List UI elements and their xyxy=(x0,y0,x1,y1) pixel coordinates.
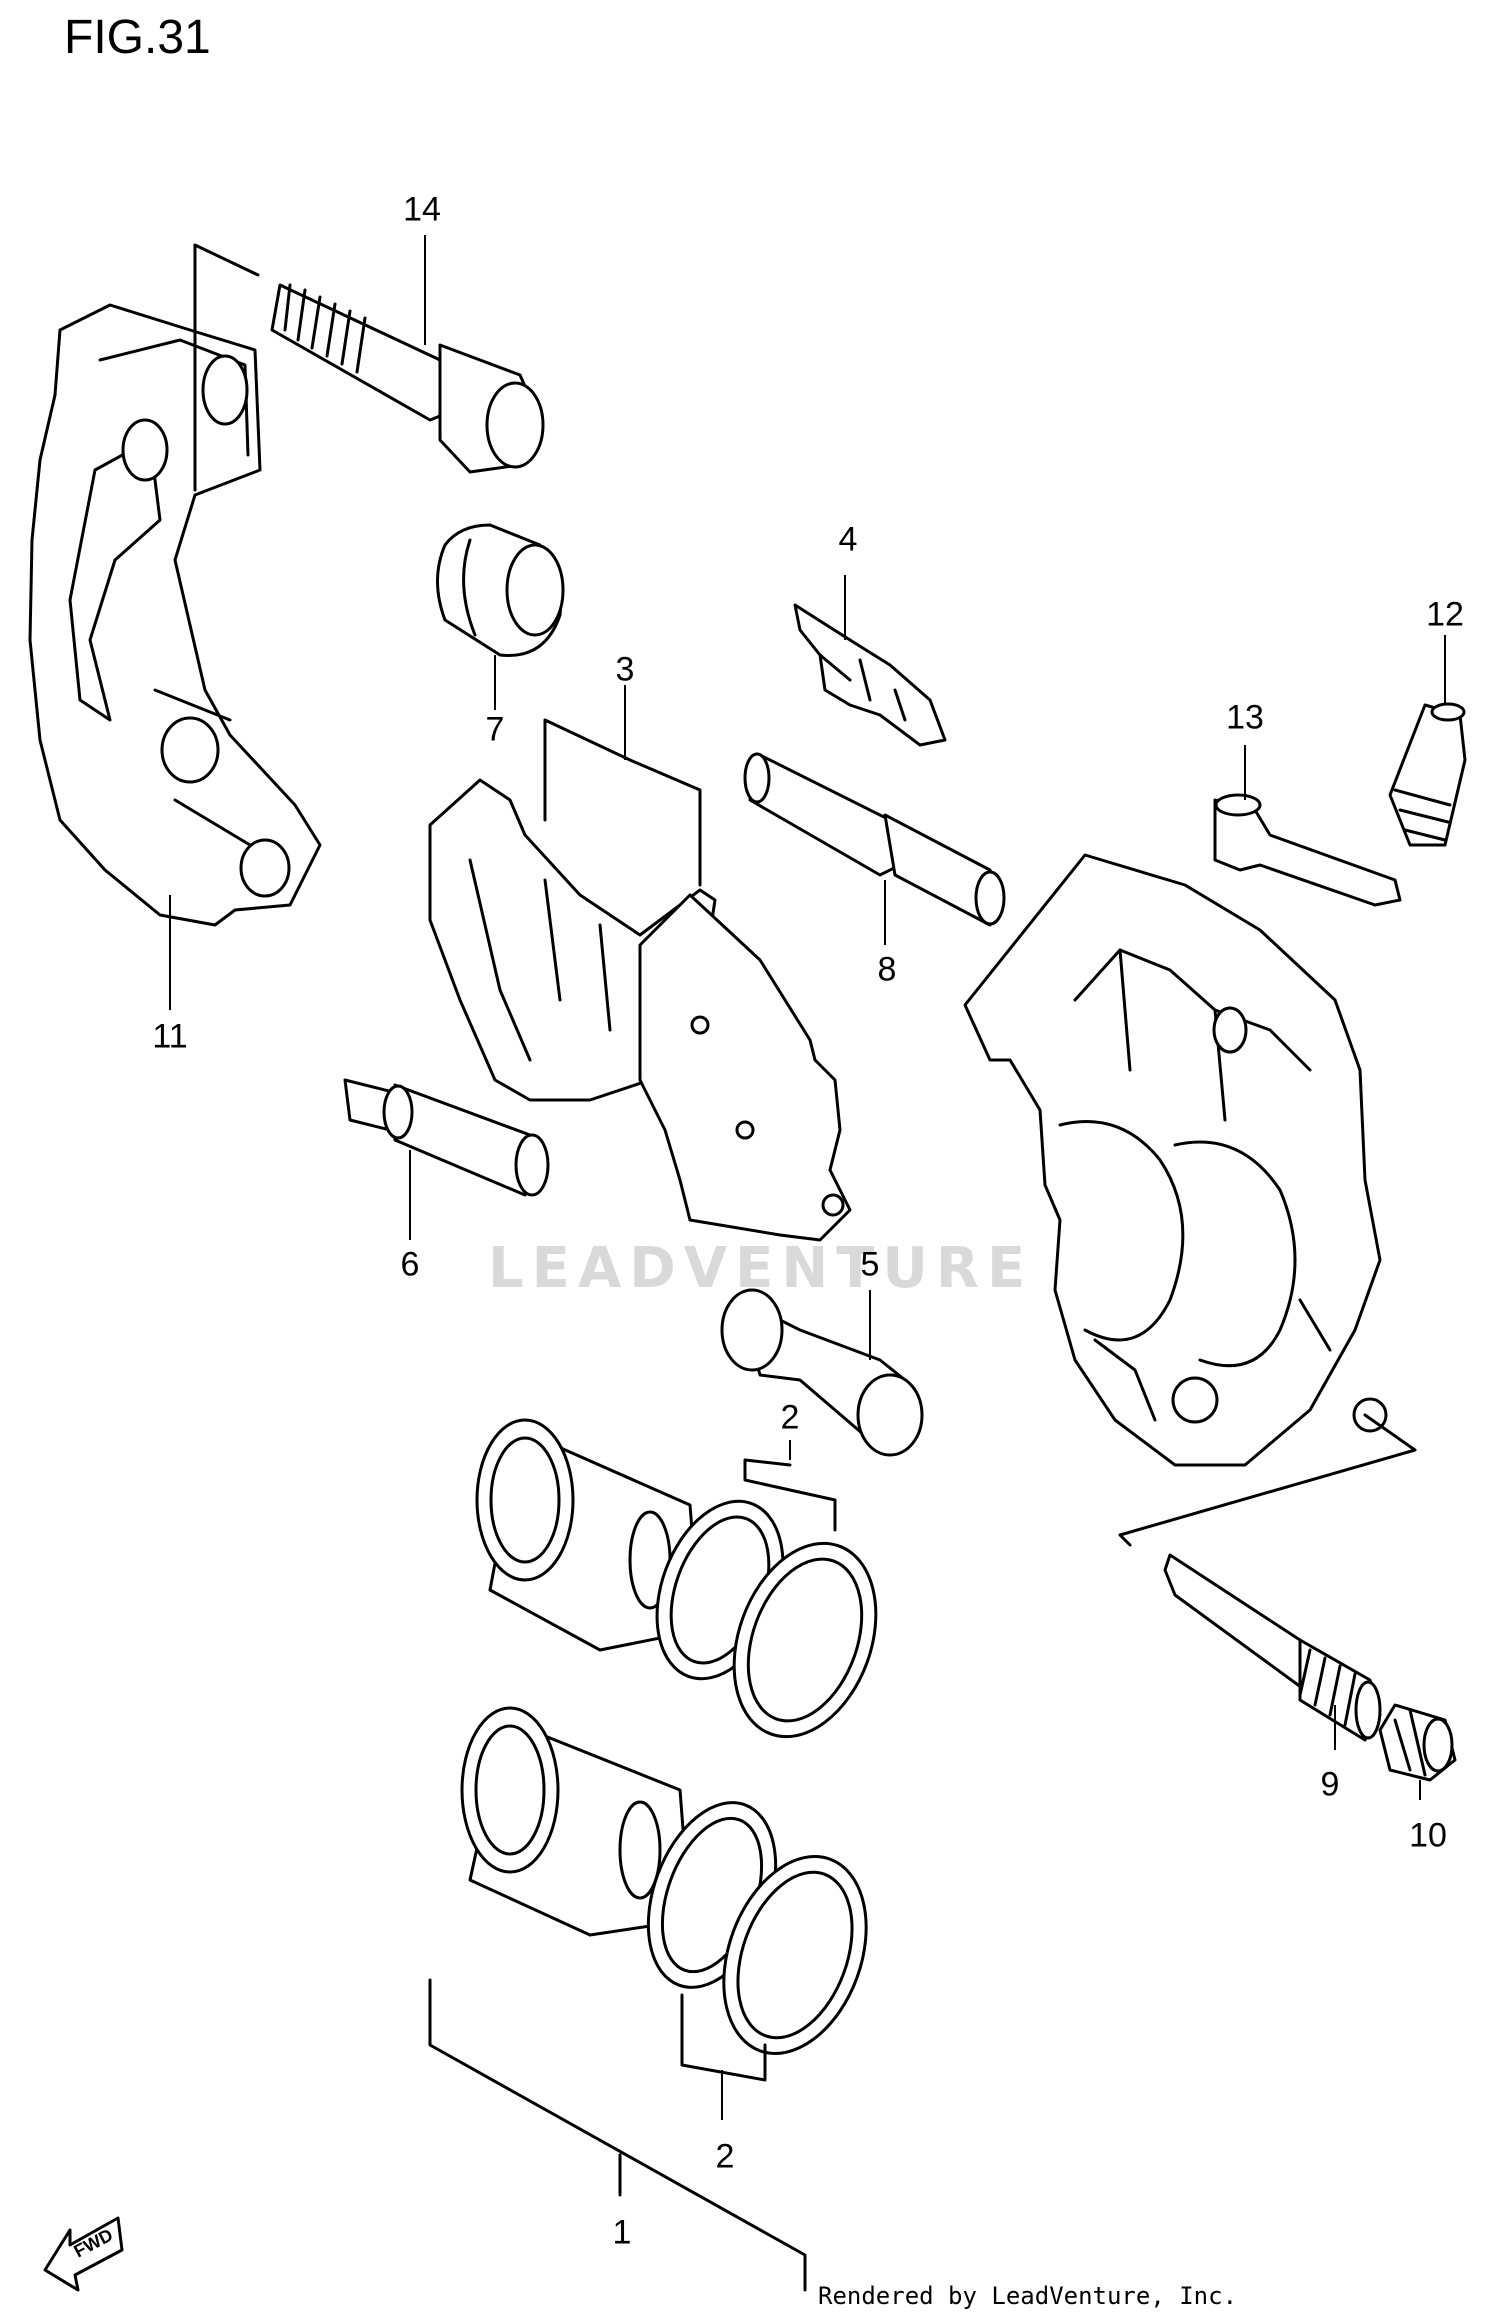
cap-part-13 xyxy=(1213,793,1402,907)
watermark: LEADVENTURE xyxy=(488,1236,1034,1301)
cap-part-10 xyxy=(1378,1703,1457,1782)
callout-5: 5 xyxy=(860,1245,880,1284)
callout-13: 13 xyxy=(1226,698,1264,737)
callout-11: 11 xyxy=(152,1017,188,1056)
callout-2-upper: 2 xyxy=(780,1398,800,1437)
callout-3: 3 xyxy=(615,650,635,689)
fwd-arrow-icon: FWD xyxy=(43,2216,124,2292)
boot-part-7 xyxy=(436,523,565,657)
caliper-body xyxy=(963,853,1388,1467)
bleeder-part-12 xyxy=(1388,702,1467,847)
callout-4: 4 xyxy=(838,520,858,559)
callout-6: 6 xyxy=(400,1245,420,1284)
pad-set-part-3 xyxy=(428,718,852,1242)
bolt-part-14 xyxy=(270,283,545,474)
callout-10: 10 xyxy=(1409,1816,1447,1855)
pin-part-6 xyxy=(343,1078,550,1197)
callout-9: 9 xyxy=(1320,1765,1340,1804)
callout-1: 1 xyxy=(612,2213,632,2252)
pin-part-5 xyxy=(720,1288,924,1457)
callout-14: 14 xyxy=(403,190,441,229)
callout-8: 8 xyxy=(877,950,897,989)
pin-part-8 xyxy=(743,752,1006,927)
piston-seal-upper xyxy=(655,1499,878,1739)
bracket-part-11 xyxy=(28,243,322,927)
pad-spring-part-4 xyxy=(793,603,947,747)
piston-seal-lower xyxy=(646,1801,868,2055)
callout-2-lower: 2 xyxy=(715,2137,735,2176)
callout-7: 7 xyxy=(485,710,505,749)
piston-upper xyxy=(475,1418,702,1652)
credit-text: Rendered by LeadVenture, Inc. xyxy=(818,2282,1238,2310)
callout-12: 12 xyxy=(1426,595,1464,634)
figure-title: FIG.31 xyxy=(64,11,211,64)
piston-lower xyxy=(460,1706,692,1937)
pin-part-9 xyxy=(1163,1553,1382,1742)
